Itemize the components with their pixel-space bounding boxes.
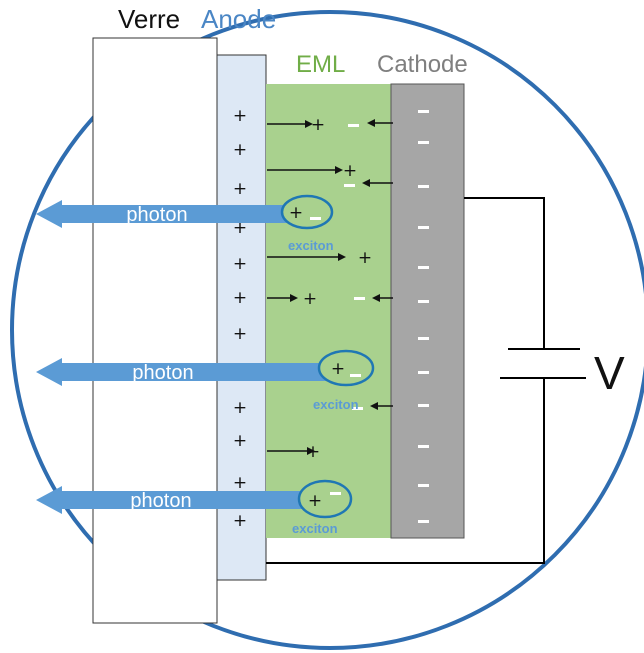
hole: + bbox=[358, 248, 372, 268]
cathode-layer bbox=[390, 83, 465, 539]
hole: + bbox=[233, 179, 247, 199]
electron bbox=[418, 300, 429, 303]
electron bbox=[354, 297, 365, 300]
photon-label: photon bbox=[130, 490, 191, 512]
exciton-label: exciton bbox=[292, 521, 338, 536]
electron-migration bbox=[344, 119, 393, 410]
photon-label: photon bbox=[132, 362, 193, 384]
magnifier-circle bbox=[10, 10, 644, 650]
hole-migration: + + + + + bbox=[267, 115, 372, 462]
electron bbox=[418, 226, 429, 229]
glass-label: Verre bbox=[118, 4, 180, 34]
photon-arrow-1: photon bbox=[36, 200, 298, 228]
hole: + bbox=[311, 115, 325, 135]
electron bbox=[418, 404, 429, 407]
wire-top bbox=[464, 197, 545, 349]
hole: + bbox=[331, 359, 345, 379]
photon-label: photon bbox=[126, 204, 187, 226]
electron bbox=[418, 337, 429, 340]
electron bbox=[350, 374, 361, 377]
electron bbox=[418, 110, 429, 113]
electron bbox=[310, 217, 321, 220]
electron bbox=[418, 520, 429, 523]
wire-bottom bbox=[266, 378, 545, 564]
electron bbox=[344, 184, 355, 187]
hole: + bbox=[233, 324, 247, 344]
exciton-1: + exciton bbox=[280, 194, 334, 253]
exciton-3: + exciton bbox=[292, 479, 353, 536]
hole: + bbox=[289, 203, 303, 223]
eml-label: EML bbox=[296, 51, 345, 78]
hole: + bbox=[233, 398, 247, 418]
exciton-label: exciton bbox=[288, 238, 334, 253]
hole: + bbox=[233, 288, 247, 308]
cathode-label: Cathode bbox=[377, 51, 468, 78]
hole: + bbox=[233, 254, 247, 274]
exciton-label: exciton bbox=[313, 397, 359, 412]
exciton-2: + exciton bbox=[313, 349, 375, 412]
hole: + bbox=[343, 161, 357, 181]
electron bbox=[418, 266, 429, 269]
electron bbox=[348, 124, 359, 127]
electron bbox=[418, 484, 429, 487]
hole: + bbox=[233, 106, 247, 126]
electron bbox=[352, 407, 363, 410]
electron bbox=[418, 141, 429, 144]
eml-layer bbox=[266, 84, 391, 538]
hole: + bbox=[233, 140, 247, 160]
hole: + bbox=[233, 431, 247, 451]
electron bbox=[418, 371, 429, 374]
anode-label: Anode bbox=[201, 4, 276, 34]
hole: + bbox=[303, 289, 317, 309]
electron bbox=[418, 185, 429, 188]
hole: + bbox=[308, 491, 322, 511]
glass-layer bbox=[92, 37, 218, 624]
voltage-label: V bbox=[594, 347, 625, 399]
electron bbox=[330, 492, 341, 495]
electron bbox=[418, 445, 429, 448]
photon-arrow-3: photon bbox=[36, 486, 310, 514]
photon-arrow-2: photon bbox=[36, 358, 330, 386]
hole: + bbox=[233, 511, 247, 531]
hole: + bbox=[306, 442, 320, 462]
hole: + bbox=[233, 473, 247, 493]
cathode-electrons bbox=[418, 110, 429, 523]
